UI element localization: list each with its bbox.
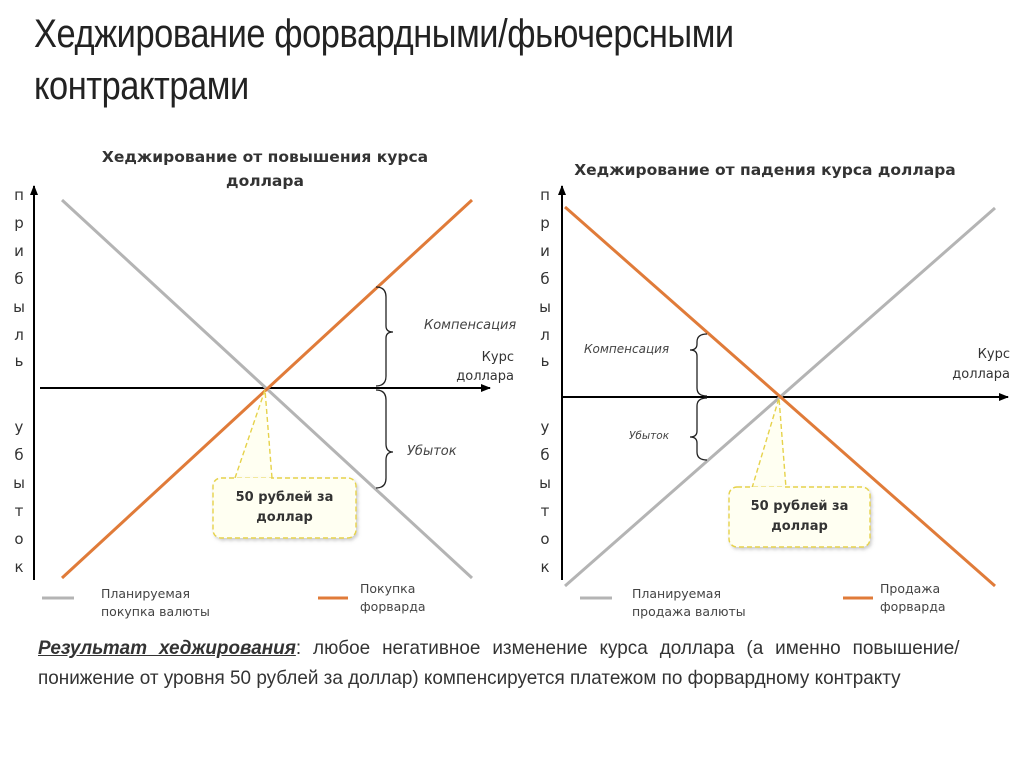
axis-letter: к [540,558,550,576]
legend-label-line: форварда [880,599,946,614]
axis-letter: р [14,214,24,232]
left-chart-title-line-2: доллара [226,172,304,190]
page-title-line-1: Хеджирование форвардными/фьючерсными [34,12,734,56]
right-callout-pointer [751,397,787,489]
right-legend-orange-label: Продажа форварда [880,580,946,616]
left-loss-label: Убыток [407,444,457,459]
left-forward-purchase-line [60,198,474,580]
result-heading: Результат хеджирования [38,637,296,659]
axis-letter: и [14,242,24,260]
callout-line: доллар [771,519,828,534]
axis-letter: о [540,530,550,548]
left-callout-box [212,477,357,539]
page-title: Хеджирование форвардными/фьючерсными кон… [34,8,734,112]
right-x-axis-label: Курс доллара [936,345,1010,385]
left-loss-brace [375,389,394,489]
callout-line: 50 рублей за [235,490,334,505]
left-legend-orange-label: Покупка форварда [360,580,426,616]
right-loss-brace [689,397,708,461]
x-axis-label-line: доллара [952,367,1010,382]
axis-letter: ы [13,298,25,316]
x-axis-label-line: Курс [481,350,514,365]
callout-line: доллар [256,510,313,525]
legend-label-line: продажа валюты [632,604,746,619]
axis-letter: т [14,502,24,520]
legend-label-line: Планируемая [101,586,190,601]
result-text: : любое негативное изменение курса долла… [38,637,960,689]
left-legend-gray-label: Планируемая покупка валюты [101,585,210,621]
right-chart [558,185,1009,600]
axis-letter: ь [540,352,550,370]
result-paragraph: Результат хеджирования: любое негативное… [38,633,960,693]
axis-letter: о [14,530,24,548]
axis-letter: у [540,418,550,436]
right-chart-title: Хеджирование от падения курса доллара [574,161,956,179]
legend-label-line: покупка валюты [101,604,210,619]
x-axis-label-line: доллара [456,369,514,384]
right-forward-sale-line [564,205,996,588]
axis-letter: б [540,270,550,288]
page-title-line-2: контрактрами [34,64,249,108]
axis-letter: т [540,502,550,520]
axis-letter: п [540,186,550,204]
axis-letter: ы [539,298,551,316]
axis-letter: ы [539,474,551,492]
axis-letter: ь [14,352,24,370]
axis-letter: и [540,242,550,260]
right-loss-label: Убыток [629,430,670,442]
left-compensation-label: Компенсация [424,318,517,333]
legend-label-line: Продажа [880,581,941,596]
right-legend-gray-label: Планируемая продажа валюты [632,585,746,621]
left-compensation-brace [375,286,394,387]
left-chart-title: Хеджирование от повышения курса доллара [30,145,500,193]
axis-letter: п [14,186,24,204]
callout-line: 50 рублей за [750,499,849,514]
left-callout-pointer [234,389,273,479]
x-axis-label-line: Курс [977,347,1010,362]
axis-letter: к [14,558,24,576]
axis-letter: л [14,326,24,344]
legend-label-line: форварда [360,599,426,614]
left-chart [30,185,491,600]
axis-letter: л [540,326,550,344]
right-compensation-brace [689,333,708,397]
axis-letter: ы [13,474,25,492]
left-x-axis-label: Курс доллара [440,348,514,386]
axis-letter: б [14,446,24,464]
left-chart-title-line-1: Хеджирование от повышения курса [101,148,429,166]
right-compensation-label: Компенсация [584,342,670,356]
legend-label-line: Планируемая [632,586,721,601]
axis-letter: р [540,214,550,232]
right-callout-box [728,486,871,548]
left-callout-text: 50 рублей за доллар [213,488,356,528]
axis-letter: у [14,418,24,436]
legend-label-line: Покупка [360,581,416,596]
axis-letter: б [540,446,550,464]
axis-letter: б [14,270,24,288]
right-callout-text: 50 рублей за доллар [729,497,870,537]
